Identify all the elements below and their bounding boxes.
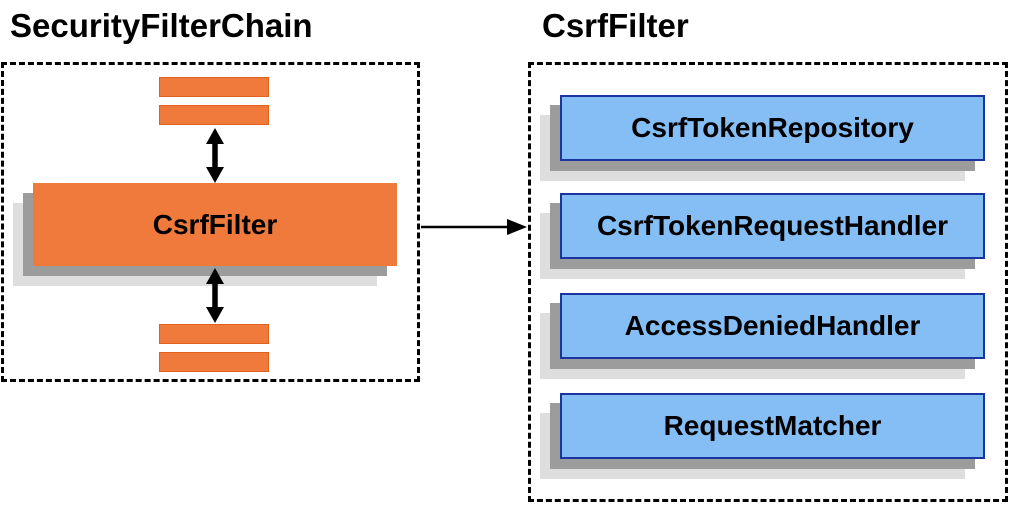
updown-arrow-top-icon xyxy=(206,128,224,183)
filter-placeholder-bar-4 xyxy=(159,352,269,372)
csrf-filter-node-label: CsrfFilter xyxy=(152,208,278,240)
component-label: AccessDeniedHandler xyxy=(624,310,921,341)
component-label: CsrfTokenRequestHandler xyxy=(596,210,949,241)
component-label: RequestMatcher xyxy=(663,410,882,441)
component-node-access-denied-handler: AccessDeniedHandler xyxy=(560,293,985,359)
csrf-filter-title: CsrfFilter xyxy=(542,7,689,44)
filter-placeholder-bar-3 xyxy=(159,324,269,344)
csrf-filter-container xyxy=(528,62,1008,502)
updown-arrow-bottom-icon xyxy=(206,268,224,323)
security-filter-chain-title: SecurityFilterChain xyxy=(10,7,313,44)
component-node-request-matcher: RequestMatcher xyxy=(560,393,985,459)
component-node-csrf-token-request-handler: CsrfTokenRequestHandler xyxy=(560,193,985,259)
csrf-filter-node: CsrfFilter xyxy=(33,183,397,266)
component-node-csrf-token-repository: CsrfTokenRepository xyxy=(560,95,985,161)
security-filter-chain-container xyxy=(1,62,420,382)
component-label: CsrfTokenRepository xyxy=(631,112,914,143)
filter-placeholder-bar-1 xyxy=(159,77,269,97)
filter-placeholder-bar-2 xyxy=(159,105,269,125)
flow-arrow-icon xyxy=(421,219,527,235)
